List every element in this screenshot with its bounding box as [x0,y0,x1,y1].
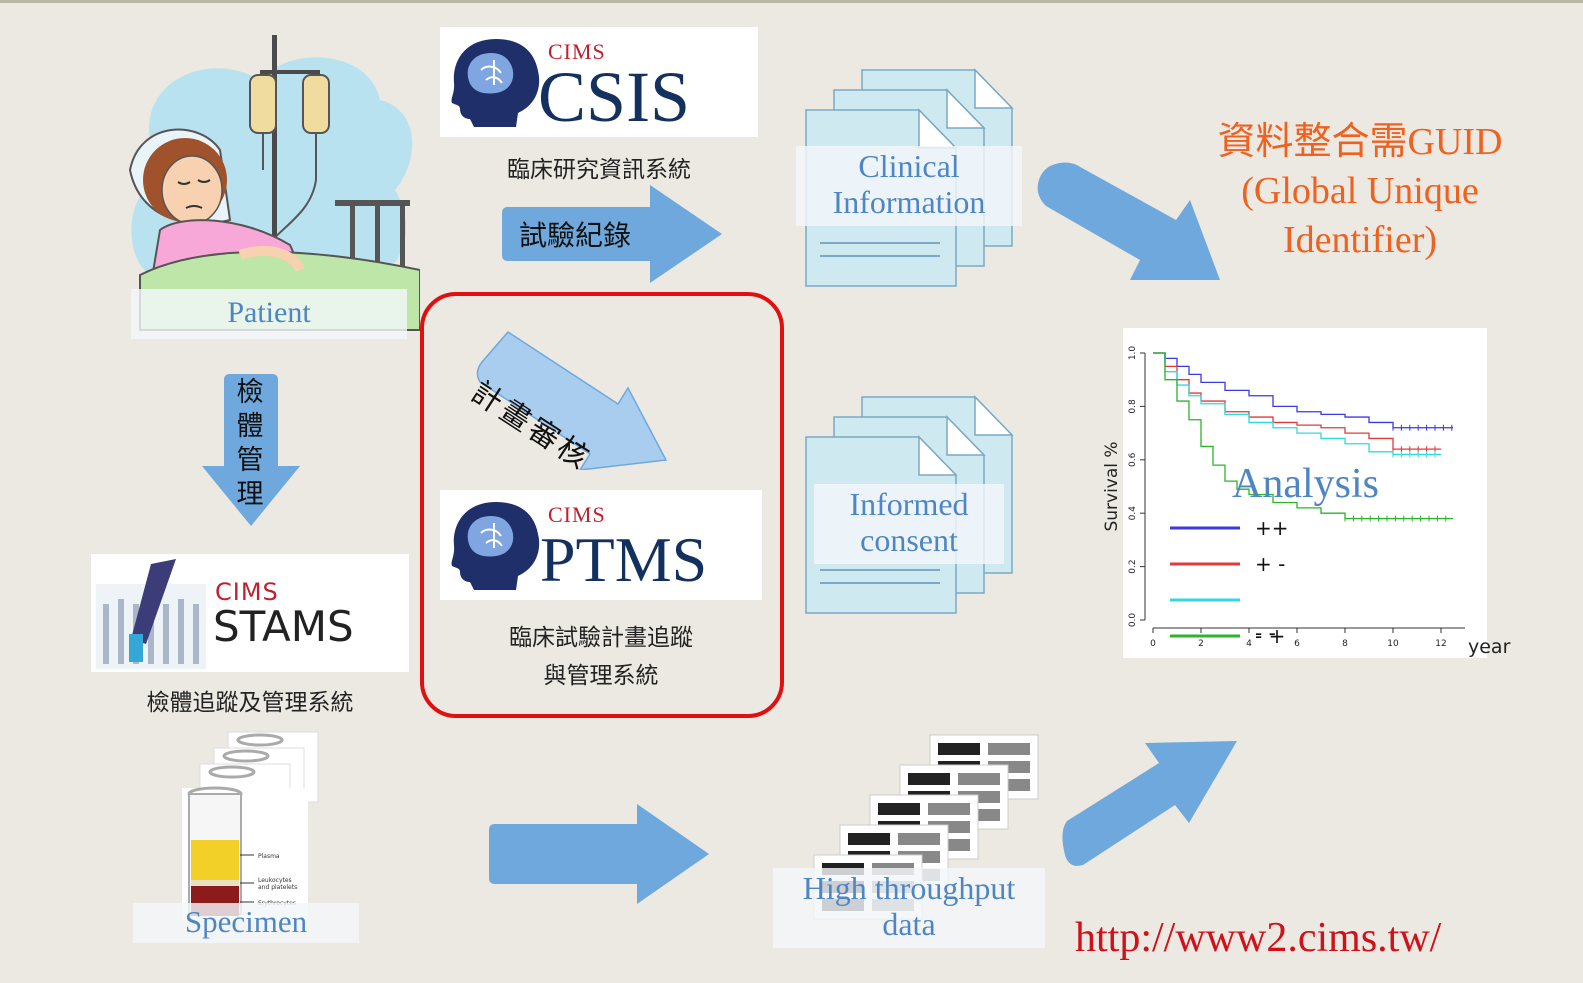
x-tick-label: 6 [1294,639,1300,649]
slide-band [988,743,1030,755]
ptms-brand-small: CIMS [548,502,606,527]
x-tick-label: 10 [1387,639,1399,649]
consent-line2: consent [860,522,958,558]
series-line-2 [1153,352,1441,456]
y-tick-label: 0.4 [1128,506,1138,521]
slide-band [958,773,1000,785]
x-tick-label: 4 [1246,639,1252,649]
specimen-management-label: 檢體管理 [236,377,264,510]
stams-brand-small: CIMS [215,578,279,606]
tube-label-platelets: and platelets [258,884,297,891]
specimen-to-data-arrow [487,800,712,909]
plan-review-arrow [476,331,668,470]
patient-label: Patient [131,289,407,339]
trial-record-label: 試驗紀錄 [518,219,631,252]
patient-illustration [128,35,420,331]
series-line-1 [1153,352,1441,450]
tube-label-plasma: Plasma [258,853,280,860]
top-rule [0,0,1583,3]
brain-head-icon [451,39,540,127]
slide-band [898,833,940,845]
specimen-label: Specimen [133,903,359,943]
legend-label-1: + - [1255,552,1285,576]
ptms-caption-line1: 臨床試驗計畫追蹤 [509,625,693,651]
stams-logo: CIMS STAMS [91,554,409,672]
series-line-3 [1153,352,1453,520]
y-tick-label: 0.2 [1128,559,1138,573]
x-tick-label: 12 [1435,639,1446,649]
specimen-tubes-illustration: Plasma Leukocytes and platelets Erythroc… [182,731,319,920]
data-to-analysis-arrow [1062,741,1237,866]
x-tick-label: 0 [1150,639,1156,649]
specimen-management-arrow [202,374,300,526]
y-axis-title: Survival % [1102,441,1122,531]
y-tick-label: 0.0 [1128,613,1138,628]
survival-chart-panel [1123,328,1487,658]
analysis-label: Analysis [1232,461,1379,507]
cims-url[interactable]: http://www2.cims.tw/ [1075,915,1442,961]
guid-line2: (Global Unique [1241,170,1479,212]
slide-band [848,833,890,845]
guid-line3: Identifier) [1282,219,1438,261]
high-throughput-line2: data [882,906,936,942]
guid-note: 資料整合需GUID (Global Unique Identifier) [1190,118,1530,265]
legend-label-0: ++ [1255,516,1289,540]
legend-label-extra: - - [1255,621,1276,645]
y-tick-label: 0.6 [1128,452,1138,467]
series-line-0 [1153,352,1453,429]
ptms-logo: CIMS PTMS [440,490,762,600]
consent-line1: Informed [849,486,969,522]
consent-label: Informed consent [814,484,1004,564]
high-throughput-label: High throughput data [773,868,1045,948]
csis-logo: CIMS CSIS [440,27,758,137]
clinical-info-line2: Information [832,184,986,220]
clinical-info-line1: Clinical [858,148,960,184]
integration-arrow [1037,162,1220,280]
slide-band [878,803,920,815]
x-axis-title: year [1468,636,1511,658]
high-throughput-line1: High throughput [802,870,1016,906]
brain-head-icon [451,502,540,590]
y-tick-label: 0.8 [1128,399,1138,414]
slide-band [928,803,970,815]
trial-record-arrow [502,185,722,283]
stams-brand-big: STAMS [213,602,354,651]
csis-brand-big: CSIS [538,57,691,137]
clinical-info-label: Clinical Information [796,146,1022,226]
ptms-caption-line2: 與管理系統 [543,663,659,689]
x-tick-label: 2 [1198,639,1204,649]
stams-caption: 檢體追蹤及管理系統 [146,690,354,716]
microarray-slides-illustration [813,734,1039,920]
guid-line1: 資料整合需GUID [1217,121,1503,163]
ptms-highlight-frame [420,292,784,718]
ptms-brand-big: PTMS [540,524,708,595]
slide-band [908,773,950,785]
tube-label-leukocytes: Leukocytes [258,877,292,884]
legend-label-3: - + [1255,624,1285,648]
csis-caption: 臨床研究資訊系統 [507,157,691,183]
test-tube-rack-icon [96,559,206,669]
y-tick-label: 1.0 [1128,346,1138,361]
csis-brand-small: CIMS [548,39,606,64]
x-tick-label: 8 [1342,639,1348,649]
slide-band [938,743,980,755]
